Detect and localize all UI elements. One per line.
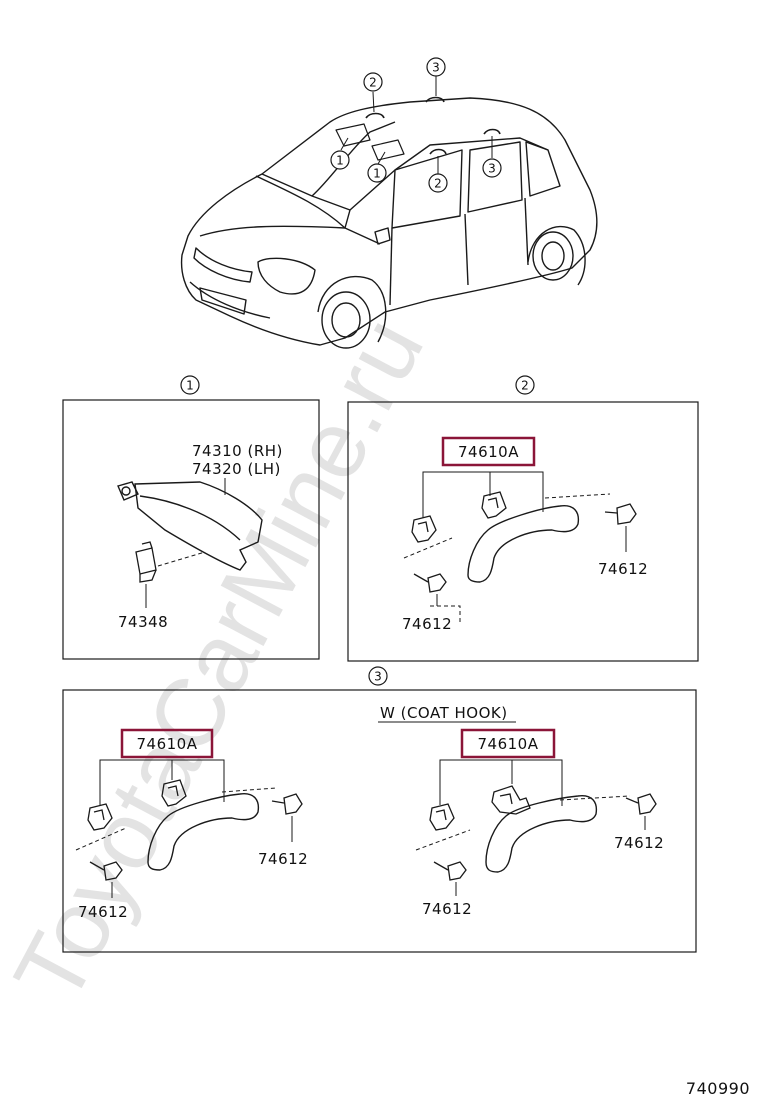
grip-clip-parts xyxy=(429,785,531,831)
callout-number: 1 xyxy=(373,167,381,181)
grip-cover-part-left xyxy=(89,861,123,881)
coat-hook-variant-label: W (COAT HOOK) xyxy=(380,704,508,722)
callout-number: 2 xyxy=(434,177,442,191)
car-callout-2a: 2 xyxy=(363,72,383,92)
section-2-assist-grip: 2 74610A 74612 xyxy=(347,375,699,662)
part-74612-label[interactable]: 74612 xyxy=(614,834,664,852)
part-74612-label[interactable]: 74612 xyxy=(258,850,308,868)
highlight-box xyxy=(120,728,214,759)
grip-cover-part-right xyxy=(625,793,657,815)
part-74348-label[interactable]: 74348 xyxy=(118,613,168,631)
assist-grip-part xyxy=(147,793,260,871)
callout-number: 3 xyxy=(488,162,496,176)
part-74610A-label-right[interactable]: 74610A xyxy=(478,735,539,753)
car-callout-2b: 2 xyxy=(428,173,448,193)
part-74610A-label-left[interactable]: 74610A xyxy=(137,735,198,753)
watermark-text: ToyotaCarMine.ru xyxy=(0,301,444,1020)
part-74310-label[interactable]: 74310 (RH) xyxy=(192,442,283,460)
grip-cover-part-right xyxy=(271,793,303,815)
diagram-code: 740990 xyxy=(686,1079,750,1098)
highlight-box xyxy=(441,436,536,467)
part-74612-label-left[interactable]: 74612 xyxy=(402,615,452,633)
callout-number: 3 xyxy=(432,61,440,75)
section-1-sun-visor: 1 74310 (RH) 74320 (LH) 74348 xyxy=(62,375,320,660)
grip-cover-part-left xyxy=(413,573,447,593)
section-1-number: 1 xyxy=(186,379,194,393)
assist-grip-part xyxy=(467,505,580,583)
part-74612-label-right[interactable]: 74612 xyxy=(598,560,648,578)
car-callout-3b: 3 xyxy=(482,158,502,178)
part-74320-label[interactable]: 74320 (LH) xyxy=(192,460,281,478)
car-callout-1b: 1 xyxy=(367,163,387,183)
sun-visor-part xyxy=(117,481,263,571)
visor-holder-part xyxy=(135,541,157,583)
car-illustration xyxy=(180,96,598,349)
section-3-number: 3 xyxy=(374,670,382,684)
grip-clip-parts xyxy=(411,491,507,543)
section-3-right-group: 74610A 74612 xyxy=(415,728,664,918)
grip-cover-part-left xyxy=(433,861,467,881)
highlight-box xyxy=(460,728,556,759)
section-2-number: 2 xyxy=(521,379,529,393)
assist-grip-part xyxy=(485,795,598,873)
callout-number: 2 xyxy=(369,76,377,90)
section-3-left-group: 74610A 74612 xyxy=(75,728,308,921)
car-callout-1a: 1 xyxy=(330,150,350,170)
callout-number: 1 xyxy=(336,154,344,168)
section-3-assist-grips: 3 W (COAT HOOK) 74610A xyxy=(62,666,697,953)
part-74612-label[interactable]: 74612 xyxy=(422,900,472,918)
grip-clip-parts xyxy=(87,779,187,831)
car-callout-3a: 3 xyxy=(426,57,446,77)
part-74610A-label[interactable]: 74610A xyxy=(458,443,519,461)
grip-cover-part-right xyxy=(604,503,637,525)
part-74612-label[interactable]: 74612 xyxy=(78,903,128,921)
